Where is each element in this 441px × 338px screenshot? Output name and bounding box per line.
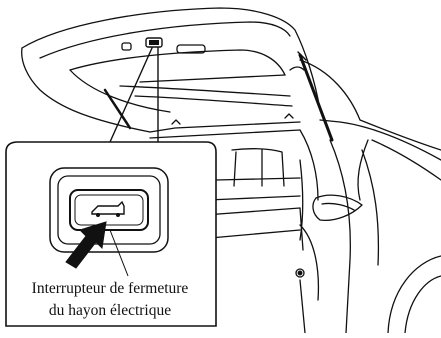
callout-label-line-2: du hayon électrique <box>8 303 212 319</box>
liftgate <box>22 8 332 140</box>
callout-label-line-1: Interrupteur de fermeture <box>8 281 212 297</box>
liftgate-close-icon <box>70 190 148 230</box>
switch-location <box>110 38 162 142</box>
callout-box <box>6 142 216 326</box>
